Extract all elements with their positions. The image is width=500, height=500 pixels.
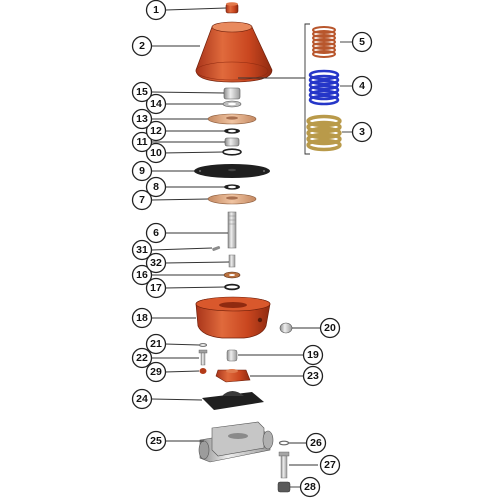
svg-text:5: 5 — [359, 36, 365, 48]
callout-15: 15 — [131, 81, 153, 103]
part-28-nut — [277, 481, 291, 493]
svg-text:14: 14 — [150, 98, 162, 110]
callout-2: 2 — [131, 35, 153, 57]
svg-text:6: 6 — [153, 227, 159, 239]
part-3-spring-gold — [306, 114, 342, 152]
callout-26: 26 — [305, 432, 327, 454]
part-11-bushing — [224, 137, 240, 147]
callout-28: 28 — [299, 476, 321, 498]
svg-text:27: 27 — [324, 459, 336, 471]
callout-24: 24 — [131, 388, 153, 410]
svg-text:12: 12 — [150, 125, 162, 137]
part-4-spring-blue — [308, 69, 340, 106]
callout-1: 1 — [145, 0, 167, 21]
callout-7: 7 — [131, 189, 153, 211]
svg-text:19: 19 — [307, 349, 319, 361]
svg-text:26: 26 — [310, 437, 322, 449]
callout-12: 12 — [145, 120, 167, 142]
svg-text:7: 7 — [139, 194, 145, 206]
svg-text:15: 15 — [136, 86, 148, 98]
callout-22: 22 — [131, 347, 153, 369]
part-1-cap — [225, 2, 239, 14]
callout-17: 17 — [145, 277, 167, 299]
part-27-bolt — [278, 451, 290, 479]
svg-text:17: 17 — [150, 282, 162, 294]
part-6-stem — [227, 211, 237, 249]
svg-text:18: 18 — [136, 312, 148, 324]
part-16-washer — [223, 271, 241, 279]
callout-32: 32 — [145, 252, 167, 274]
callout-5: 5 — [351, 31, 373, 53]
part-26-washer — [278, 440, 290, 446]
callout-16: 16 — [131, 264, 153, 286]
part-18-housing — [195, 296, 271, 339]
svg-text:4: 4 — [359, 80, 365, 92]
callout-23: 23 — [302, 365, 324, 387]
part-24-diaphragm-seal — [202, 391, 264, 410]
callout-6: 6 — [145, 222, 167, 244]
callout-13: 13 — [131, 108, 153, 130]
svg-text:23: 23 — [307, 370, 319, 382]
part-22-screw — [198, 349, 208, 366]
part-15-nut — [223, 87, 241, 100]
callout-9: 9 — [131, 160, 153, 182]
part-17-o-ring — [224, 283, 240, 291]
callout-29: 29 — [145, 361, 167, 383]
svg-text:21: 21 — [150, 338, 162, 350]
svg-text:2: 2 — [139, 40, 145, 52]
part-7-disc — [207, 193, 257, 205]
svg-text:24: 24 — [136, 393, 148, 405]
svg-text:25: 25 — [150, 435, 162, 447]
svg-text:1: 1 — [153, 4, 159, 16]
callout-8: 8 — [145, 176, 167, 198]
svg-text:20: 20 — [324, 322, 336, 334]
part-19-bushing — [226, 349, 238, 362]
svg-text:31: 31 — [136, 244, 148, 256]
part-8-washer — [224, 184, 240, 190]
callout-14: 14 — [145, 93, 167, 115]
callout-31: 31 — [131, 239, 153, 261]
callout-20: 20 — [319, 317, 341, 339]
part-9-diaphragm — [194, 164, 270, 178]
callout-4: 4 — [351, 75, 373, 97]
part-12-washer — [224, 128, 240, 134]
svg-text:16: 16 — [136, 269, 148, 281]
svg-text:10: 10 — [150, 147, 162, 159]
callout-3: 3 — [351, 121, 373, 143]
callout-27: 27 — [319, 454, 341, 476]
part-13-disc — [207, 113, 257, 125]
callout-18: 18 — [131, 307, 153, 329]
part-2-bonnet — [195, 21, 273, 83]
svg-text:9: 9 — [139, 165, 145, 177]
svg-text:28: 28 — [304, 481, 316, 493]
part-32-sleeve — [228, 254, 236, 268]
part-21-washer — [199, 343, 207, 347]
part-20-nut — [279, 322, 293, 334]
svg-text:29: 29 — [150, 366, 162, 378]
svg-text:11: 11 — [136, 136, 147, 148]
part-23-compressor — [215, 369, 251, 383]
callout-11: 11 — [131, 131, 153, 153]
part-29-cap — [199, 368, 207, 374]
svg-text:8: 8 — [153, 181, 159, 193]
part-14-washer — [222, 100, 242, 108]
svg-text:13: 13 — [136, 113, 148, 125]
svg-text:32: 32 — [150, 257, 162, 269]
part-5-spring-copper — [312, 26, 336, 58]
callout-10: 10 — [145, 142, 167, 164]
svg-text:3: 3 — [359, 126, 365, 138]
leader-lines — [151, 7, 352, 488]
part-31-pin — [212, 246, 221, 251]
part-25-valve-body — [198, 421, 274, 463]
callout-21: 21 — [145, 333, 167, 355]
callout-25: 25 — [145, 430, 167, 452]
part-10-o-ring — [222, 148, 242, 156]
callout-19: 19 — [302, 344, 324, 366]
svg-text:22: 22 — [136, 352, 148, 364]
